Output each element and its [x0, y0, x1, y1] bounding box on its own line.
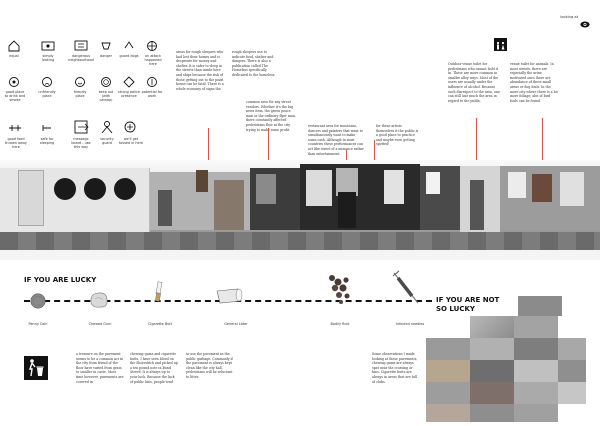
callout-line: [374, 140, 375, 170]
drink-icon: [8, 76, 20, 88]
sleep-icon: [41, 122, 53, 134]
legend-label: friendly place: [73, 90, 87, 98]
unlucky-heading: IF YOU ARE NOT SO LUCKY: [436, 296, 500, 313]
bottom-text-column: to use the pavement as the public garbag…: [186, 352, 233, 379]
timeline-label: Cigarette Butt: [148, 322, 172, 326]
legend-label: dangerous neighbourhood: [68, 54, 94, 62]
legend-label: an attack happened here: [144, 54, 162, 66]
callout-line: [476, 118, 477, 170]
pavement-photo: [470, 316, 514, 338]
symbol-legend: equal simply looking dangerous neighbour…: [5, 40, 168, 150]
callout-line: [542, 118, 543, 170]
toss-icon: [123, 120, 137, 134]
pavement-photo: [470, 338, 514, 360]
window-icon: [41, 40, 55, 52]
text-column: rough sleepers use to indicate food, she…: [232, 50, 276, 77]
text-column: common area for any street vendors. Whet…: [246, 100, 296, 132]
danger-icon: [74, 40, 88, 52]
timeline-label: General Litter: [224, 322, 248, 326]
pavement-photo: [558, 338, 586, 360]
litter-bin-icon: [24, 356, 48, 380]
needle-icon: [390, 270, 422, 310]
lucky-heading: IF YOU ARE LUCKY: [24, 276, 97, 284]
work-icon: [146, 76, 158, 88]
page-tag: looking at: [560, 15, 578, 19]
pavement-photo: [514, 404, 558, 422]
legend-label: safe for sleeping: [39, 137, 55, 145]
bottom-text-column: Some observations I made looking at thes…: [372, 352, 418, 384]
arrow-box-icon: [74, 120, 90, 134]
legend-label: good place to drink and smoke: [4, 90, 26, 102]
text-column: Outdoor venue toilet for pedestrians who…: [448, 62, 500, 103]
dog-icon: [123, 40, 135, 52]
pavement-photo: [470, 382, 514, 404]
legend-label: simply looking: [41, 54, 55, 62]
pavement-photo: [470, 360, 514, 382]
legend-label: good food thrown away here: [5, 137, 27, 149]
pavement-photo: [426, 338, 470, 360]
pavement-photo: [426, 404, 470, 422]
cross-circle-icon: [146, 40, 158, 52]
pavement-photo: [558, 382, 586, 404]
litter-icon: [214, 286, 244, 310]
timeline-label: Penny Coin: [28, 322, 48, 326]
coin-icon: [30, 293, 46, 313]
text-column: areas for rough sleepers who had lost th…: [176, 50, 224, 91]
gum-icon: [88, 290, 110, 314]
legend-label: security guard: [100, 137, 114, 145]
callout-line: [268, 128, 269, 168]
pavement-photo: [426, 360, 470, 382]
legend-label: potential for work: [141, 90, 163, 98]
house-icon: [8, 40, 20, 52]
legend-label: strong police presence: [118, 90, 140, 98]
pavement-photo: [426, 382, 470, 404]
legend-label: guard dogs: [119, 54, 139, 58]
pavement-photo: [518, 296, 562, 316]
frown-icon: [41, 76, 53, 88]
eye-icon: [580, 13, 590, 32]
legend-label: we'll get tossed in here: [118, 137, 144, 145]
pavement-photo: [558, 360, 586, 382]
timeline-label: Infected needles: [395, 322, 425, 326]
food-icon: [8, 122, 22, 134]
bottom-text-column: a treasure on the pavement seems to be a…: [76, 352, 124, 384]
legend-label: unfriendly place: [38, 90, 56, 98]
legend-label: message board - use this way: [71, 137, 91, 149]
guard-icon: [100, 120, 114, 134]
legend-label: keep out (with catnap): [98, 90, 114, 102]
police-icon: [123, 76, 135, 88]
timeline-label: Bodily fluid: [330, 322, 350, 326]
street-panorama: [0, 160, 600, 260]
legend-label: equal: [9, 54, 19, 58]
pavement-photo: [470, 404, 514, 422]
cigarette-icon: [154, 280, 166, 308]
pavement-photo: [514, 360, 558, 382]
legend-label: danger: [99, 54, 112, 58]
text-column: for these artists themselves it the publ…: [376, 124, 419, 147]
timeline-label: Chewed Gum: [88, 322, 112, 326]
text-column: venue toilet for animals. In most street…: [510, 62, 558, 103]
callout-line: [208, 128, 209, 160]
ring-icon: [100, 76, 112, 88]
pavement-photo: [514, 316, 558, 338]
bottom-text-column: chewing gums and cigarette butts. I have…: [130, 352, 178, 384]
pavement-photo: [514, 338, 558, 360]
toilet-icon: [494, 38, 507, 51]
pavement-photo: [514, 382, 558, 404]
text-column: restaurant area for musicians, dancers a…: [308, 124, 364, 156]
smile-icon: [74, 76, 86, 88]
fluid-icon: [326, 272, 354, 310]
box-icon: [100, 40, 112, 52]
